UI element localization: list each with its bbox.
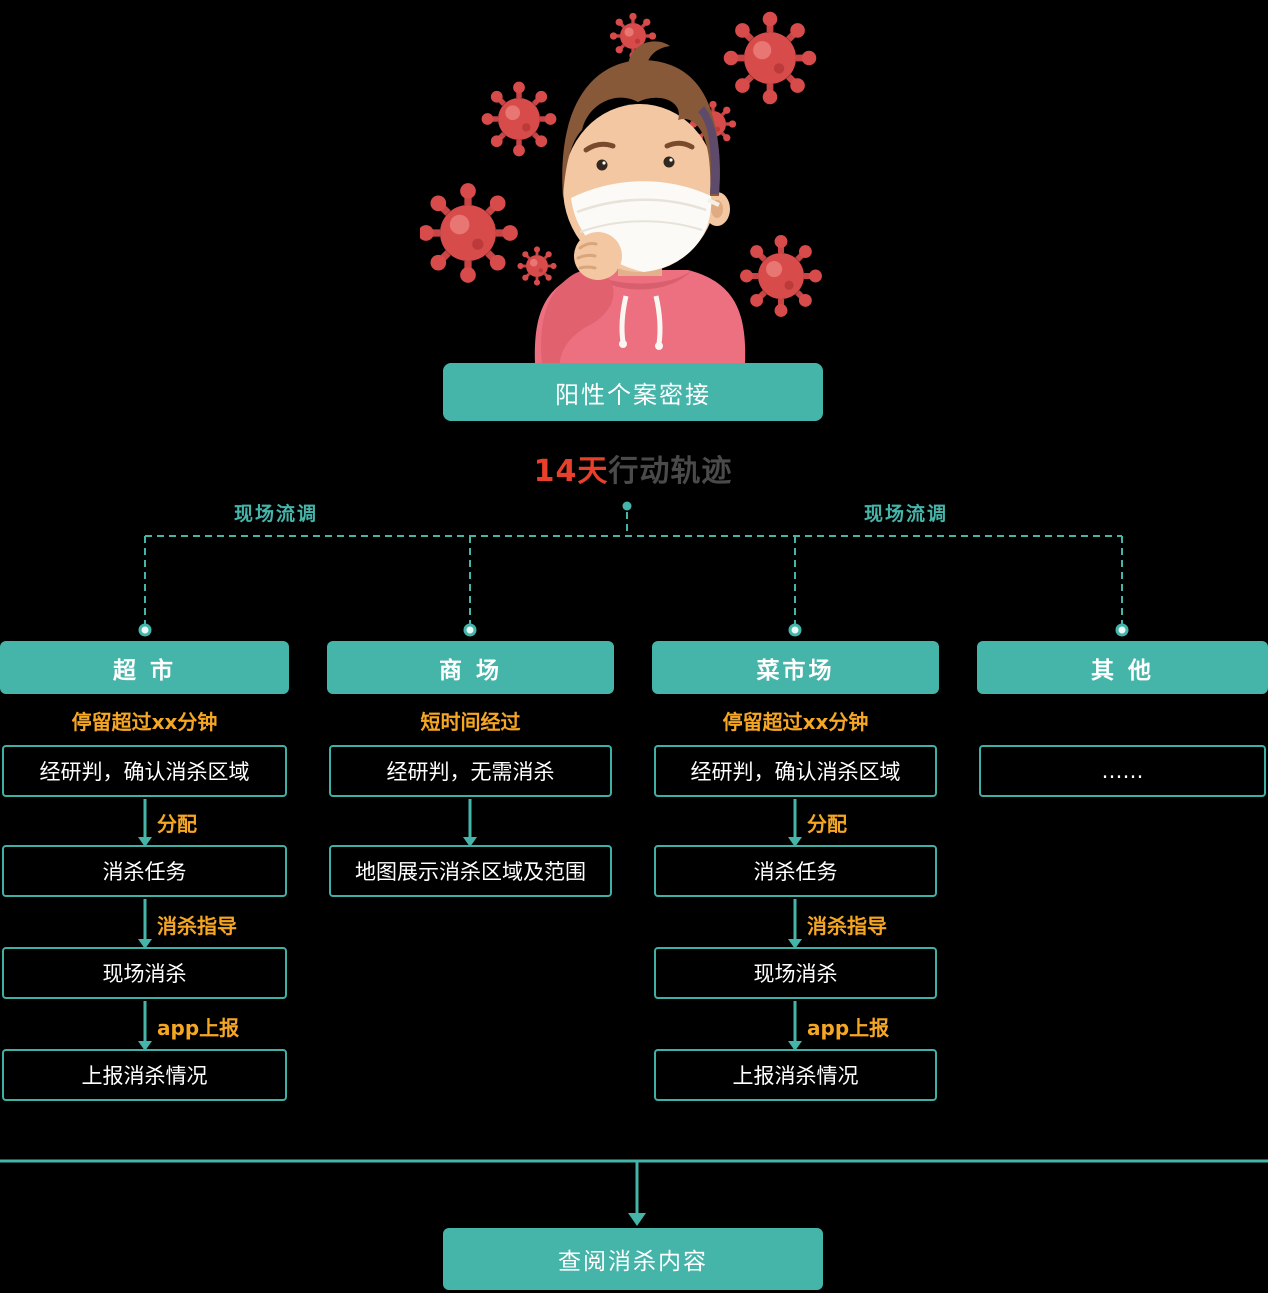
market-step-report: 上报消杀情况 xyxy=(654,1049,937,1101)
dashed-connector xyxy=(144,512,1123,624)
column-title: 其 他 xyxy=(1090,657,1154,684)
mall-condition-label: 短时间经过 xyxy=(420,710,521,734)
column-header-mall: 商 场 xyxy=(327,641,614,694)
step-text: 消杀任务 xyxy=(753,860,838,884)
mall-step-map-display: 地图展示消杀区域及范围 xyxy=(329,845,612,897)
step-text: 上报消杀情况 xyxy=(732,1064,859,1088)
supermarket-step-task: 消杀任务 xyxy=(2,845,287,897)
supermarket-step-onsite: 现场消杀 xyxy=(2,947,287,999)
market-arrow-label-guide: 消杀指导 xyxy=(807,914,887,938)
market-arrow-label-assign: 分配 xyxy=(807,812,847,836)
column-title: 超 市 xyxy=(112,657,176,684)
virus-icon xyxy=(740,235,822,317)
mall-step-no-disinfection: 经研判，无需消杀 xyxy=(329,745,612,797)
review-content-label: 查阅消杀内容 xyxy=(558,1249,708,1275)
trajectory-title: 14天行动轨迹 xyxy=(393,446,873,490)
field-survey-label-right: 现场流调 xyxy=(863,503,948,525)
supermarket-arrow-label-assign: 分配 xyxy=(157,812,197,836)
market-arrow-label-app-report: app上报 xyxy=(807,1016,890,1040)
step-text: 现场消杀 xyxy=(102,962,187,986)
virus-icon xyxy=(515,244,559,288)
masked-boy-icon xyxy=(534,41,746,364)
step-text: …… xyxy=(1101,759,1144,783)
supermarket-step-confirm-area: 经研判，确认消杀区域 xyxy=(2,745,287,797)
column-header-other: 其 他 xyxy=(977,641,1268,694)
trajectory-days: 14天 xyxy=(533,454,609,489)
masked-boy-illustration xyxy=(420,6,840,364)
field-survey-label-left: 现场流调 xyxy=(233,503,318,525)
trajectory-text: 行动轨迹 xyxy=(608,454,733,489)
step-text: 消杀任务 xyxy=(102,860,187,884)
positive-case-label: 阳性个案密接 xyxy=(555,380,711,409)
other-step-ellipsis: …… xyxy=(979,745,1266,797)
step-text: 经研判，确认消杀区域 xyxy=(690,760,901,784)
column-title: 商 场 xyxy=(438,657,502,684)
market-step-task: 消杀任务 xyxy=(654,845,937,897)
column-title: 菜市场 xyxy=(756,657,835,684)
step-text: 经研判，确认消杀区域 xyxy=(39,760,250,784)
market-step-confirm-area: 经研判，确认消杀区域 xyxy=(654,745,937,797)
virus-icon xyxy=(724,12,817,105)
step-text: 上报消杀情况 xyxy=(81,1064,208,1088)
virus-icon xyxy=(482,82,557,157)
step-text: 地图展示消杀区域及范围 xyxy=(355,860,586,884)
supermarket-condition-label: 停留超过xx分钟 xyxy=(71,710,218,734)
virus-icon xyxy=(688,99,738,149)
market-step-onsite: 现场消杀 xyxy=(654,947,937,999)
virus-icon xyxy=(420,183,518,283)
supermarket-arrow-label-guide: 消杀指导 xyxy=(157,914,237,938)
column-header-market: 菜市场 xyxy=(652,641,939,694)
column-header-supermarket: 超 市 xyxy=(0,641,289,694)
review-content-node: 查阅消杀内容 xyxy=(443,1228,823,1290)
step-text: 现场消杀 xyxy=(753,962,838,986)
positive-case-node: 阳性个案密接 xyxy=(443,363,823,421)
supermarket-arrow-label-app-report: app上报 xyxy=(157,1016,240,1040)
step-text: 经研判，无需消杀 xyxy=(386,760,555,784)
supermarket-step-report: 上报消杀情况 xyxy=(2,1049,287,1101)
virus-icon xyxy=(608,11,658,61)
market-condition-label: 停留超过xx分钟 xyxy=(722,710,869,734)
